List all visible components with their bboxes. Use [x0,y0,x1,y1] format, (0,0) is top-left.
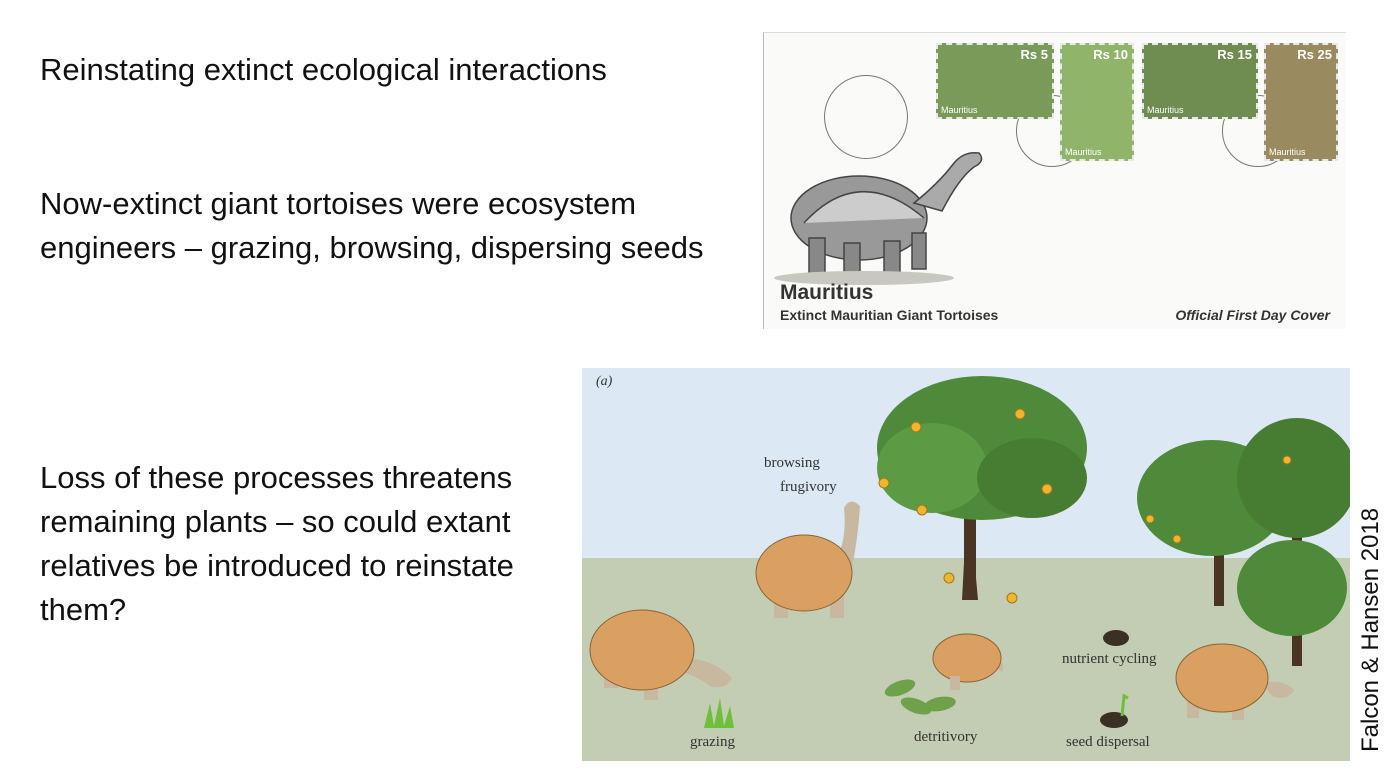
cover-country: Mauritius [780,281,874,304]
stamp-rs25: Rs 25 Mauritius [1264,43,1338,161]
grass [704,698,734,728]
tortoise-engraving [790,151,983,280]
tree-center [877,376,1087,600]
label-frugivory: frugivory [780,479,837,495]
stamp-rs5: Rs 5 Mauritius [936,43,1054,119]
stamp-rs10: Rs 10 Mauritius [1060,43,1134,161]
label-detritivory: detritivory [914,729,978,745]
cover-fdc-label: Official First Day Cover [1175,307,1330,323]
leaves [884,679,956,715]
stamp-rs15: Rs 15 Mauritius [1142,43,1258,119]
first-day-cover-image: Rs 5 Mauritius Rs 10 Mauritius Rs 15 Mau… [763,32,1346,329]
paragraph-ecosystem-engineers: Now-extinct giant tortoises were ecosyst… [40,186,704,265]
tortoise-browsing [755,501,860,618]
paragraph-loss-of-processes: Loss of these processes threatens remain… [40,460,514,627]
panel-label: (a) [596,374,613,389]
tortoise-grazing [589,609,732,700]
label-nutrient-cycling: nutrient cycling [1062,651,1157,667]
fruits [878,408,1292,604]
tortoise-right [1175,643,1294,720]
cover-subtitle: Extinct Mauritian Giant Tortoises [780,307,999,323]
dung-nutrient [1103,630,1129,646]
slide-title: Reinstating extinct ecological interacti… [40,52,607,87]
dung-seed [1100,712,1128,728]
tortoise-detritivory [932,633,1004,690]
cover-artwork [774,151,983,285]
label-grazing: grazing [690,734,735,750]
postmark-left [824,75,908,159]
figure-credit: Falcon & Hansen 2018 [1357,507,1384,752]
ecological-interactions-illustration: (a) browsing frugivory nutrient cycling … [582,368,1350,761]
label-browsing: browsing [764,455,820,471]
trees-right [1137,418,1350,666]
seedling [1120,693,1129,717]
illustration-artwork [582,368,1350,761]
label-seed-dispersal: seed dispersal [1066,734,1150,750]
